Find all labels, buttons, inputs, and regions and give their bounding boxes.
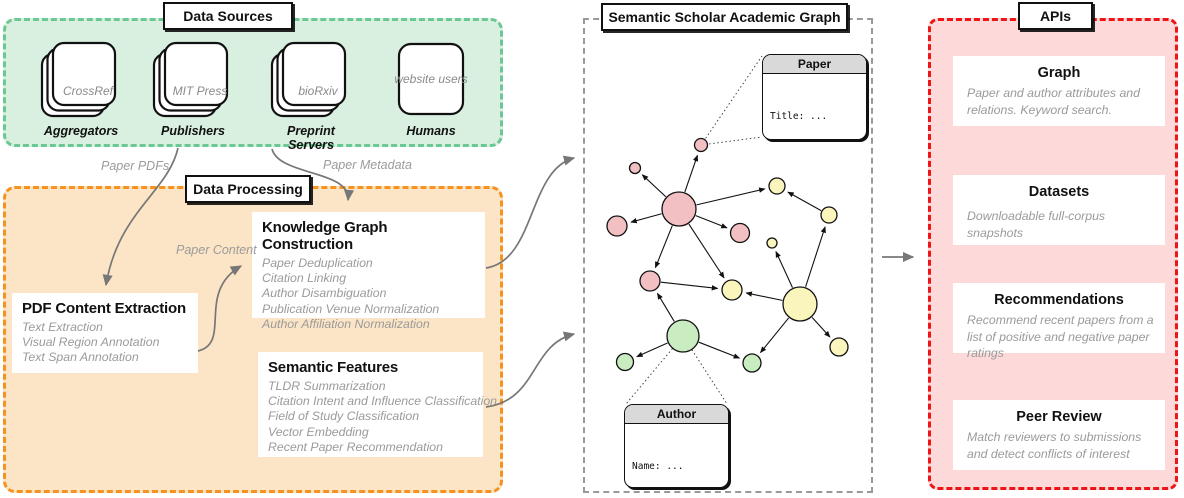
graph-node-other — [766, 237, 778, 249]
stacked-documents-icon — [270, 41, 347, 118]
source-category: Humans — [406, 124, 456, 138]
semantic-features-box: Semantic Features TLDR Summarization Cit… — [258, 352, 497, 457]
author-field: Name: ... — [632, 461, 684, 473]
graph-node-other — [768, 177, 786, 195]
graph-node-other — [829, 337, 849, 357]
module-item: Vector Embedding — [268, 424, 369, 439]
module-item: Author Affiliation Normalization — [262, 316, 430, 331]
data-sources-title: Data Sources — [163, 2, 293, 30]
source-name: website users — [394, 72, 468, 86]
source-name: MIT Press — [172, 84, 228, 98]
module-item: Text Span Annotation — [22, 350, 139, 365]
api-description: Recommend recent papers from a list of p… — [967, 313, 1154, 361]
apis-panel: Graph Paper and author attributes and re… — [928, 18, 1178, 490]
graph-edge-y10-y9 — [745, 291, 783, 301]
graph-edge-a11-a13 — [636, 342, 668, 358]
graph-edge-y6-y5 — [787, 191, 822, 212]
paper-card-link — [700, 55, 763, 146]
paper-field: Title: ... — [770, 111, 828, 123]
graph-node-paper — [628, 161, 642, 175]
graph-node-paper — [639, 270, 661, 292]
source-biorxiv: bioRxiv Preprint Servers — [265, 41, 357, 152]
flow-label-paper-pdfs: Paper PDFs — [101, 159, 170, 173]
graph-edge-a11-p8 — [656, 292, 675, 322]
module-item: Citation Linking — [262, 271, 347, 286]
stacked-documents-icon — [40, 41, 117, 118]
source-name: CrossRef — [62, 84, 113, 98]
api-description: Match reviewers to submissions and detec… — [967, 430, 1142, 461]
graph-node-paper — [729, 222, 751, 244]
api-title: Recommendations — [994, 292, 1124, 308]
citation-graph — [606, 55, 849, 405]
graph-edge-y10-y6 — [805, 226, 826, 288]
graph-node-author — [742, 353, 762, 373]
source-name: bioRxiv — [298, 84, 338, 98]
source-mit-press: MIT Press Publishers — [147, 41, 239, 138]
academic-graph-title: Semantic Scholar Academic Graph — [601, 3, 848, 31]
graph-edge-a11-a14 — [698, 341, 741, 359]
graph-edge-p2-p1 — [641, 174, 667, 198]
module-item: Paper Deduplication — [262, 256, 373, 270]
api-title: Datasets — [1028, 184, 1090, 200]
graph-edge-y10-y7 — [775, 250, 793, 288]
graph-node-paper — [606, 215, 628, 237]
graph-edge-p8-y9 — [660, 281, 719, 291]
author-record-card: Author Name: ... Statistics: ... ... — [624, 404, 729, 488]
pdf-content-extraction-box: PDF Content Extraction Text Extraction V… — [12, 293, 198, 373]
api-title: Graph — [1037, 65, 1081, 81]
api-card-graph: Graph Paper and author attributes and re… — [953, 56, 1165, 126]
graph-node-author — [615, 352, 635, 372]
module-item: TLDR Summarization — [268, 379, 386, 393]
graph-edge-p2-p4 — [695, 215, 728, 229]
module-title: PDF Content Extraction — [22, 300, 186, 317]
academic-graph-panel: Paper Title: ... Abstract: ... ... Autho… — [583, 18, 873, 493]
api-card-recommendations: Recommendations Recommend recent papers … — [953, 283, 1165, 360]
module-item: Author Disambiguation — [262, 286, 387, 301]
api-description: Downloadable full-corpus snapshots — [967, 209, 1106, 240]
source-category: Preprint Servers — [287, 124, 335, 152]
graph-node-other — [820, 206, 838, 224]
source-website-users: website users Humans — [385, 41, 477, 138]
module-item: Recent Paper Recommendation — [268, 439, 443, 454]
graph-node-paper — [693, 137, 709, 153]
graph-edge-p2-p8 — [654, 225, 673, 269]
graph-edge-y10-y12 — [811, 316, 831, 338]
data-processing-title: Data Processing — [185, 175, 311, 203]
stacked-documents-icon — [152, 41, 229, 118]
module-item: Publication Venue Normalization — [262, 301, 440, 316]
author-card-link — [625, 335, 684, 405]
module-item: Visual Region Annotation — [22, 335, 160, 350]
graph-edge-p2-y5 — [696, 187, 766, 206]
graph-node-other — [721, 279, 743, 301]
api-title: Peer Review — [1016, 409, 1102, 425]
knowledge-graph-construction-box: Knowledge Graph Construction Paper Dedup… — [252, 212, 485, 331]
module-title: Knowledge Graph Construction — [262, 219, 388, 253]
graph-edge-y10-a14 — [760, 317, 790, 354]
graph-node-paper — [661, 191, 697, 227]
graph-edge-p2-p0 — [684, 154, 699, 193]
paper-card-title: Paper — [763, 55, 866, 74]
module-item: Citation Intent and Influence Classifica… — [268, 394, 497, 409]
module-item: Text Extraction — [22, 320, 103, 334]
api-description: Paper and author attributes and relation… — [967, 86, 1140, 117]
apis-title: APIs — [1018, 2, 1093, 30]
single-document-icon — [397, 42, 465, 116]
source-category: Publishers — [161, 124, 225, 138]
graph-edge-p2-y9 — [688, 223, 725, 279]
flow-label-paper-metadata: Paper Metadata — [323, 158, 412, 172]
graph-edge-p2-p3 — [630, 213, 662, 224]
graph-node-author — [666, 319, 700, 353]
paper-card-link — [700, 136, 763, 146]
module-item: Field of Study Classification — [268, 409, 420, 424]
module-title: Semantic Features — [268, 359, 398, 376]
flow-label-paper-content: Paper Content — [176, 243, 257, 257]
source-crossref: CrossRef Aggregators — [35, 41, 127, 138]
author-card-title: Author — [625, 405, 728, 424]
data-sources-panel: CrossRef Aggregators MIT Press Publisher… — [3, 18, 503, 152]
api-card-peer-review: Peer Review Match reviewers to submissio… — [953, 400, 1165, 470]
api-card-datasets: Datasets Downloadable full-corpus snapsh… — [953, 175, 1165, 245]
paper-record-card: Paper Title: ... Abstract: ... ... — [762, 54, 867, 140]
graph-node-other — [782, 286, 818, 322]
source-category: Aggregators — [43, 124, 119, 138]
